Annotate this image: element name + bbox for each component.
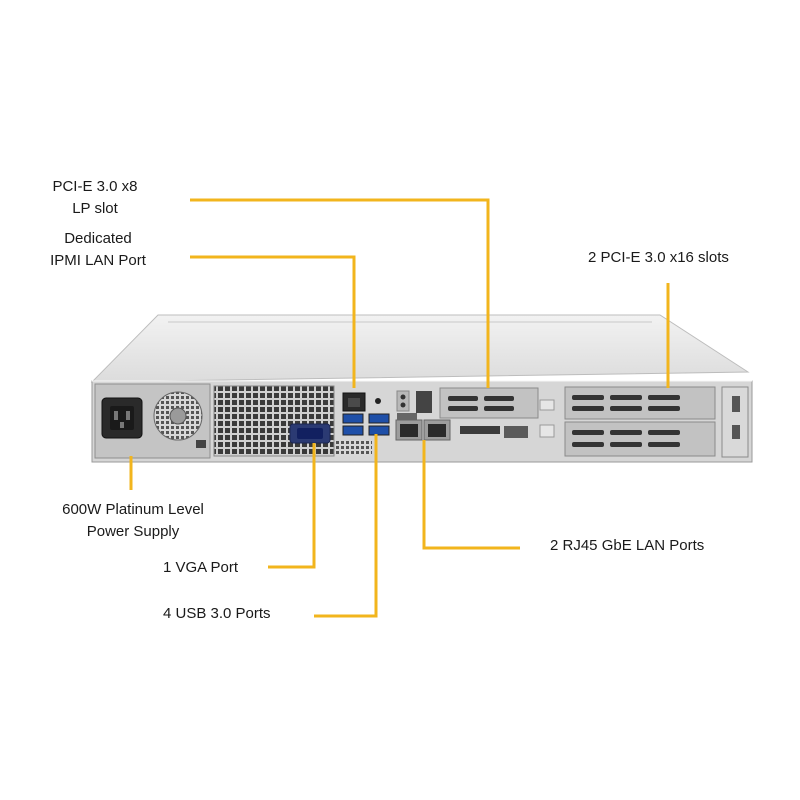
chassis-top <box>90 314 750 383</box>
callout-label-vga: 1 VGA Port <box>163 559 239 576</box>
status-buttons <box>375 390 432 420</box>
callout-label-pcie-x16: 2 PCI-E 3.0 x16 slots <box>588 249 729 266</box>
pcie-lp-slot <box>439 387 555 438</box>
ipmi-lan-port <box>342 392 366 412</box>
power-supply-unit <box>94 383 211 459</box>
usb-ports <box>342 413 390 436</box>
callout-line-usb <box>314 434 378 618</box>
rj45-lan-ports <box>395 419 451 441</box>
callout-label-rj45: 2 RJ45 GbE LAN Ports <box>550 537 705 554</box>
vga-port <box>289 423 331 444</box>
callout-label-usb: 4 USB 3.0 Ports <box>163 605 271 622</box>
callout-label-pcie-lp: PCI-E 3.0 x8 LP slot <box>52 178 138 217</box>
vent-grill <box>213 385 335 457</box>
vent-grill-lower <box>336 440 372 456</box>
callout-line-rj45 <box>422 440 520 550</box>
callout-line-pcie-lp <box>190 198 490 388</box>
callout-lines <box>129 198 670 618</box>
callout-line-vga <box>268 443 316 569</box>
pcie-x16-slots <box>564 386 749 458</box>
callout-label-ipmi: Dedicated IPMI LAN Port <box>50 230 146 269</box>
callout-line-ipmi <box>190 255 356 388</box>
callout-label-power-supply: 600W Platinum Level Power Supply <box>62 501 204 540</box>
